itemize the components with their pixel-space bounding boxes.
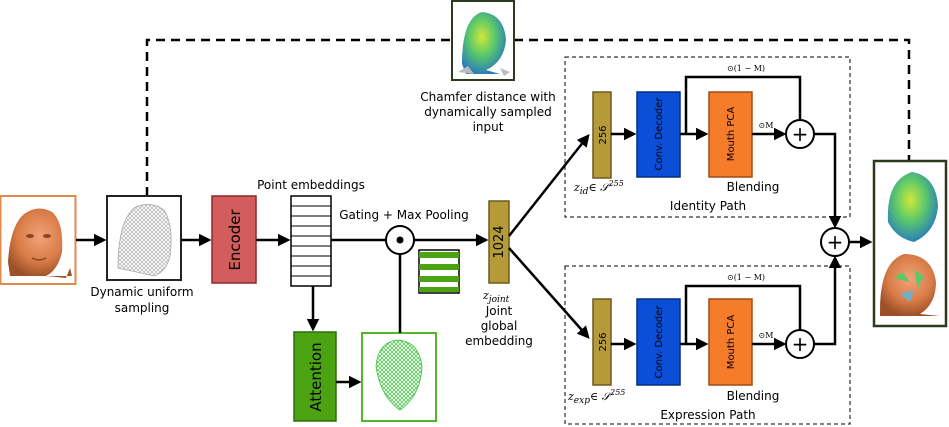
chamfer-label-line1: Chamfer distance with xyxy=(420,90,556,104)
identity-skip-line xyxy=(684,75,802,134)
expression-path-label: Expression Path xyxy=(660,408,755,422)
expression-conv-decoder: Conv. Decoder xyxy=(636,298,681,386)
svg-text:+: + xyxy=(792,332,809,356)
expression-decoder-label: Conv. Decoder xyxy=(654,305,665,379)
z-exp-symbol: zexp∈ 𝒮255 xyxy=(567,388,625,406)
gating-pooling-label: Gating + Max Pooling xyxy=(339,208,469,222)
chamfer-distance-face xyxy=(451,0,515,81)
identity-path-box xyxy=(564,56,851,218)
gating-operator xyxy=(385,225,415,255)
attention-mask-face xyxy=(361,332,437,422)
output-textured-face xyxy=(880,254,940,316)
expression-pca-label: Mouth PCA xyxy=(726,315,737,370)
sampling-label-line2: sampling xyxy=(115,301,170,315)
chamfer-label-line2: dynamically sampled xyxy=(424,105,551,119)
expression-mouth-pca: Mouth PCA xyxy=(708,298,753,386)
identity-latent-block: 256 xyxy=(592,91,612,179)
expression-sum-node: + xyxy=(785,329,815,359)
identity-decoder-label: Conv. Decoder xyxy=(654,97,665,171)
joint-label-line3: embedding xyxy=(465,334,533,348)
identity-path-label: Identity Path xyxy=(670,199,746,213)
identity-mouth-pca: Mouth PCA xyxy=(708,91,753,178)
expression-skip-line xyxy=(684,284,802,344)
pooled-embedding-stack xyxy=(418,249,460,294)
expression-latent-block: 256 xyxy=(592,298,612,386)
svg-text:+: + xyxy=(792,122,809,146)
arrow-expression-to-final-sum xyxy=(814,255,842,346)
encoder-block: Encoder xyxy=(211,195,257,284)
chamfer-dashed-line-left xyxy=(145,38,452,196)
arrow-joint-to-expression xyxy=(508,247,590,339)
identity-conv-decoder: Conv. Decoder xyxy=(636,91,681,178)
z-id-symbol: zid∈ 𝒮255 xyxy=(573,179,624,197)
sampled-point-cloud xyxy=(106,195,182,281)
expression-path-box xyxy=(564,265,851,425)
expression-inverse-mask-label: ⊙(1 − M) xyxy=(727,273,765,282)
identity-mask-label: ⊙M xyxy=(759,121,774,130)
chamfer-dashed-line-right xyxy=(514,38,911,160)
point-embeddings-label: Point embeddings xyxy=(257,178,365,192)
svg-text:+: + xyxy=(827,230,844,254)
arrow-joint-to-identity xyxy=(508,134,590,237)
expression-blending-label: Blending xyxy=(727,389,780,403)
joint-label-line2: global xyxy=(481,319,518,333)
encoder-label: Encoder xyxy=(226,209,244,271)
joint-embedding-block: 1024 xyxy=(488,200,510,284)
attention-block: Attention xyxy=(293,331,337,422)
attention-label: Attention xyxy=(307,342,325,411)
identity-size-label: 256 xyxy=(598,125,609,144)
joint-size-label: 1024 xyxy=(492,225,507,258)
identity-pca-label: Mouth PCA xyxy=(726,107,737,162)
final-sum-node: + xyxy=(820,227,850,257)
z-joint-symbol: zjoint xyxy=(482,289,510,305)
output-faces xyxy=(872,159,948,328)
identity-sum-node: + xyxy=(785,119,815,149)
expression-mask-label: ⊙M xyxy=(759,331,774,340)
point-embeddings-stack xyxy=(290,195,332,287)
sampling-label-line1: Dynamic uniform xyxy=(90,285,193,299)
identity-inverse-mask-label: ⊙(1 − M) xyxy=(727,64,765,73)
identity-blending-label: Blending xyxy=(727,180,780,194)
output-green-face xyxy=(887,172,938,242)
input-face-scan xyxy=(0,195,77,285)
chamfer-label-line3: input xyxy=(473,120,504,134)
joint-label-line1: Joint xyxy=(485,304,513,318)
arrow-identity-to-final-sum xyxy=(814,132,842,229)
expression-size-label: 256 xyxy=(598,332,609,351)
